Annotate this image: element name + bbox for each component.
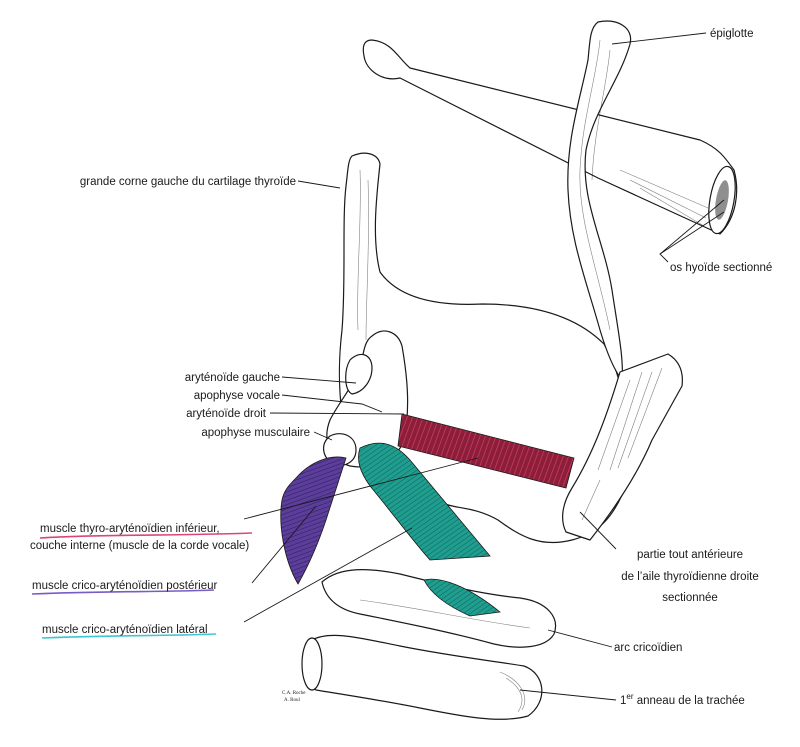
label-trachee: 1er anneau de la trachée [620,692,745,707]
label-thyro-line2: couche interne (muscle de la corde vocal… [30,540,249,552]
crico-arytenoid-lateral-muscle [358,442,491,561]
label-thyro-line1: muscle thyro-aryténoïdien inférieur, [40,523,220,535]
crico-arytenoid-posterior-muscle [280,456,347,585]
svg-text:A. Roul: A. Roul [284,698,300,703]
label-trachee-sup: er [626,692,633,701]
label-trachee-rest: anneau de la trachée [634,695,745,707]
underline-posterior [31,589,215,595]
crico-arytenoid-lateral-muscle-lower [423,578,501,617]
label-arc-cricoidien: arc cricoïdien [614,642,682,654]
thyro-arytenoid-muscle [397,413,575,489]
hyoid-bone [362,39,738,235]
label-grande-corne: grande corne gauche du cartilage thyroïd… [80,176,296,188]
label-crico-lateral: muscle crico-aryténoïdien latéral [42,624,208,636]
leader-lines [243,32,725,701]
label-apophyse-vocale: apophyse vocale [194,390,280,402]
label-partie-line2: de l’aile thyroïdienne droite [621,571,758,583]
underline-thyro [39,532,253,539]
label-partie-line3: sectionnée [662,592,718,604]
label-epiglotte: épiglotte [710,28,753,40]
label-arytenoide-droit: aryténoïde droit [186,408,267,420]
label-os-hyoide: os hyoïde sectionné [670,262,772,274]
thyroid-wing-right [562,353,683,541]
label-trachee-pre: 1 [620,695,626,707]
artist-signature: C.A. Roche A. Roul [282,691,306,703]
cricoid-arch [321,569,556,648]
label-apophyse-musculaire: apophyse musculaire [201,427,310,439]
underline-lateral [41,633,217,639]
label-arytenoide-gauche: aryténoïde gauche [185,372,280,384]
label-partie-line1: partie tout antérieure [637,549,743,561]
label-crico-posterieur: muscle crico-aryténoïdien postérieur [32,580,218,592]
tracheal-ring [301,634,543,720]
svg-text:C.A. Roche: C.A. Roche [282,691,306,696]
